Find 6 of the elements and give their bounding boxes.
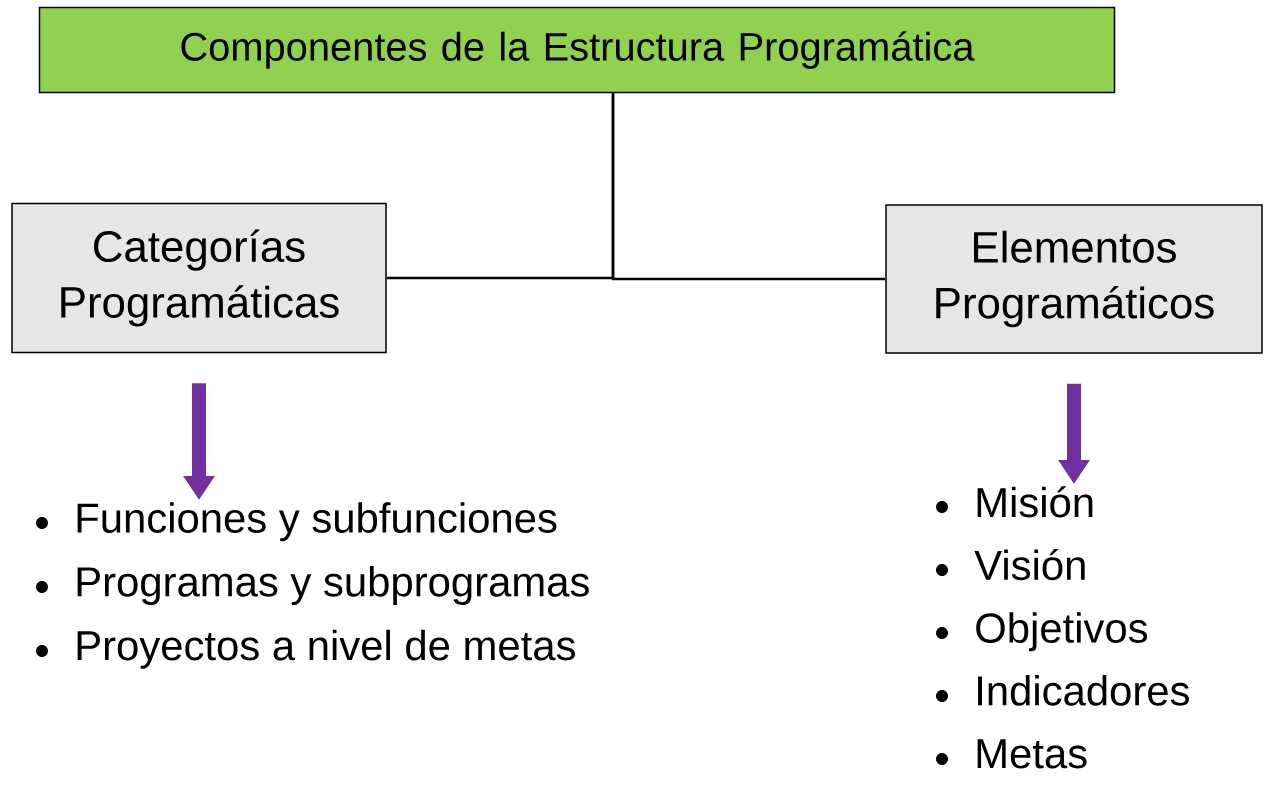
- bullet-list: Funciones y subfunciones Programas y subprogramas Proyectos a nivel de metas: [77, 502, 589, 669]
- text-box: Categorías Programáticas: [11, 202, 387, 354]
- text-box: Elementos Programáticos: [885, 204, 1263, 354]
- bullet-list: Misión Visión Objetivos Indicadores Metas: [974, 486, 1189, 769]
- connector-line: [611, 93, 886, 281]
- text-box: Componentes de la Estructura Programática: [38, 6, 1116, 94]
